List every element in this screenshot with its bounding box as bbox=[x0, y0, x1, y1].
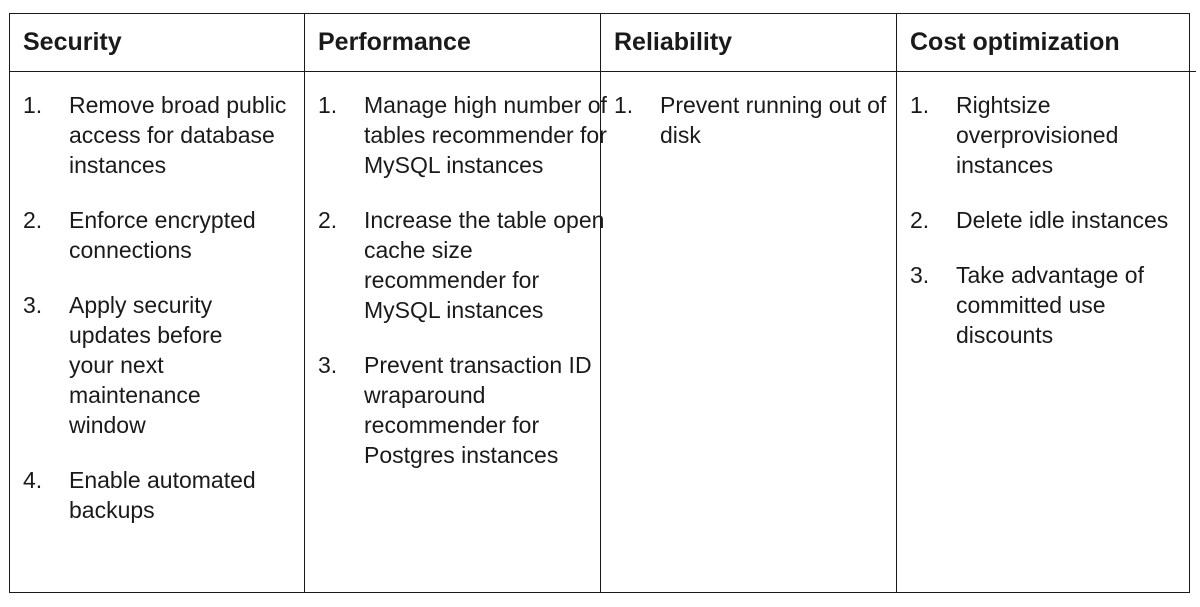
list-number: 2. bbox=[23, 207, 43, 233]
list-number: 4. bbox=[23, 467, 43, 493]
list-item: 1. Rightsize overprovisioned instances bbox=[910, 90, 1181, 180]
list-item-text: Enable automated backups bbox=[69, 467, 256, 523]
list-item: 3. Take advantage of committed use disco… bbox=[910, 260, 1196, 350]
list-item: 2. Enforce encrypted connections bbox=[23, 205, 304, 265]
security-list: 1. Remove broad public access for databa… bbox=[23, 90, 304, 525]
list-item: 3. Prevent transaction ID wraparound rec… bbox=[318, 350, 612, 470]
list-item-text: Delete idle instances bbox=[956, 207, 1169, 233]
performance-list: 1. Manage high number of tables recommen… bbox=[318, 90, 607, 470]
list-number: 1. bbox=[614, 92, 634, 118]
column-body-cost-optimization: 1. Rightsize overprovisioned instances 2… bbox=[897, 72, 1196, 592]
column-header-reliability: Reliability bbox=[601, 14, 897, 72]
list-item: 1. Manage high number of tables recommen… bbox=[318, 90, 612, 180]
list-item-text: Prevent transaction ID wraparound recomm… bbox=[364, 352, 592, 468]
list-item: 3. Apply security updates before your ne… bbox=[23, 290, 269, 440]
list-item-text: Increase the table open cache size recom… bbox=[364, 207, 605, 323]
column-body-performance: 1. Manage high number of tables recommen… bbox=[305, 72, 607, 592]
list-number: 1. bbox=[910, 92, 930, 118]
list-item: 2. Increase the table open cache size re… bbox=[318, 205, 612, 325]
list-item-text: Take advantage of committed use discount… bbox=[956, 262, 1144, 348]
list-number: 1. bbox=[23, 92, 43, 118]
column-header-cost-optimization: Cost optimization bbox=[897, 14, 1196, 72]
list-number: 2. bbox=[318, 207, 338, 233]
reliability-list: 1. Prevent running out of disk bbox=[614, 90, 896, 150]
recommendations-table: Security Performance Reliability Cost op… bbox=[9, 13, 1196, 593]
list-number: 3. bbox=[318, 352, 338, 378]
list-item: 2. Delete idle instances bbox=[910, 205, 1181, 235]
column-body-security: 1. Remove broad public access for databa… bbox=[10, 72, 305, 592]
list-item-text: Manage high number of tables recommender… bbox=[364, 92, 607, 178]
column-body-reliability: 1. Prevent running out of disk bbox=[601, 72, 897, 592]
list-item-text: Apply security updates before your next … bbox=[69, 292, 223, 438]
list-number: 2. bbox=[910, 207, 930, 233]
list-item: 1. Prevent running out of disk bbox=[614, 90, 930, 150]
column-header-security: Security bbox=[10, 14, 305, 72]
list-item: 4. Enable automated backups bbox=[23, 465, 304, 525]
list-item-text: Prevent running out of disk bbox=[660, 92, 887, 148]
cost-optimization-list: 1. Rightsize overprovisioned instances 2… bbox=[910, 90, 1196, 350]
list-item-text: Rightsize overprovisioned instances bbox=[956, 92, 1119, 178]
list-item-text: Remove broad public access for database … bbox=[69, 92, 287, 178]
list-number: 3. bbox=[910, 262, 930, 288]
list-number: 3. bbox=[23, 292, 43, 318]
column-header-performance: Performance bbox=[305, 14, 601, 72]
list-item: 1. Remove broad public access for databa… bbox=[23, 90, 304, 180]
list-number: 1. bbox=[318, 92, 338, 118]
list-item-text: Enforce encrypted connections bbox=[69, 207, 256, 263]
